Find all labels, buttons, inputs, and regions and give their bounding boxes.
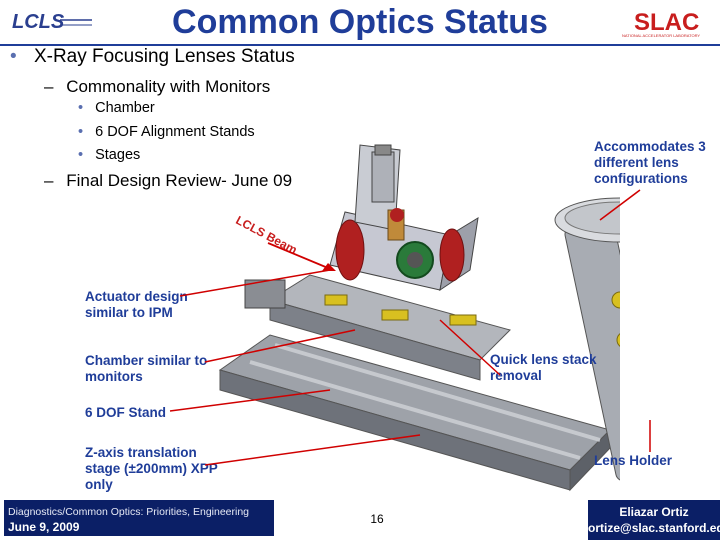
bullet-l2b: – Final Design Review- June 09 <box>44 171 293 190</box>
page-title: Common Optics Status <box>172 3 548 41</box>
footer-left-line1: Diagnostics/Common Optics: Priorities, E… <box>8 506 250 518</box>
callout-z-axis: Z-axis translation stage (±200mm) XPP on… <box>85 445 218 492</box>
lcls-logo: LCLS <box>8 8 93 34</box>
bullet-l2a-text: Commonality with Monitors <box>66 77 271 96</box>
header-divider <box>0 44 720 46</box>
slac-logo-subtext: NATIONAL ACCELERATOR LABORATORY <box>622 33 700 38</box>
callout-accommodates: Accommodates 3 different lens configurat… <box>594 139 706 186</box>
slide-header <box>0 0 720 46</box>
bullet-l2a: – Commonality with Monitors <box>44 77 271 96</box>
footer-right-line2: ortize@slac.stanford.edu <box>588 521 720 535</box>
bullet-l2b-text: Final Design Review- June 09 <box>66 171 293 190</box>
callout-dof-stand: 6 DOF Stand <box>85 405 167 420</box>
bullet-l3-text: 6 DOF Alignment Stands <box>95 124 255 140</box>
footer-right-line1: Eliazar Ortiz <box>619 505 689 519</box>
bullet-l1: • X-Ray Focusing Lenses Status <box>10 46 295 67</box>
lens-assembly-illustration <box>218 144 620 492</box>
slac-logo: SLAC NATIONAL ACCELERATOR LABORATORY <box>612 6 712 40</box>
callout-quick-lens: Quick lens stack removal <box>490 352 597 383</box>
bullet-l1-text: X-Ray Focusing Lenses Status <box>33 46 295 67</box>
callout-chamber: Chamber similar to monitors <box>85 353 208 384</box>
slac-logo-text: SLAC <box>634 9 699 36</box>
lcls-logo-text: LCLS <box>12 11 65 33</box>
beam-arrow-icon <box>267 242 336 271</box>
bullet-l3-text: Stages <box>95 147 141 163</box>
footer-left: Diagnostics/Common Optics: Priorities, E… <box>4 500 274 536</box>
callout-lens-holder: Lens Holder <box>594 453 673 468</box>
bullet-l3-3: • Stages <box>78 147 141 163</box>
callout-actuator: Actuator design similar to IPM <box>85 289 188 320</box>
page-number: 16 <box>370 512 384 526</box>
bullet-l3-2: • 6 DOF Alignment Stands <box>78 124 255 140</box>
bullet-l3-1: • Chamber <box>78 100 155 116</box>
bullet-l3-text: Chamber <box>95 100 155 116</box>
footer-right: Eliazar Ortiz ortize@slac.stanford.edu <box>588 500 720 540</box>
footer-left-line2: June 9, 2009 <box>8 520 80 534</box>
